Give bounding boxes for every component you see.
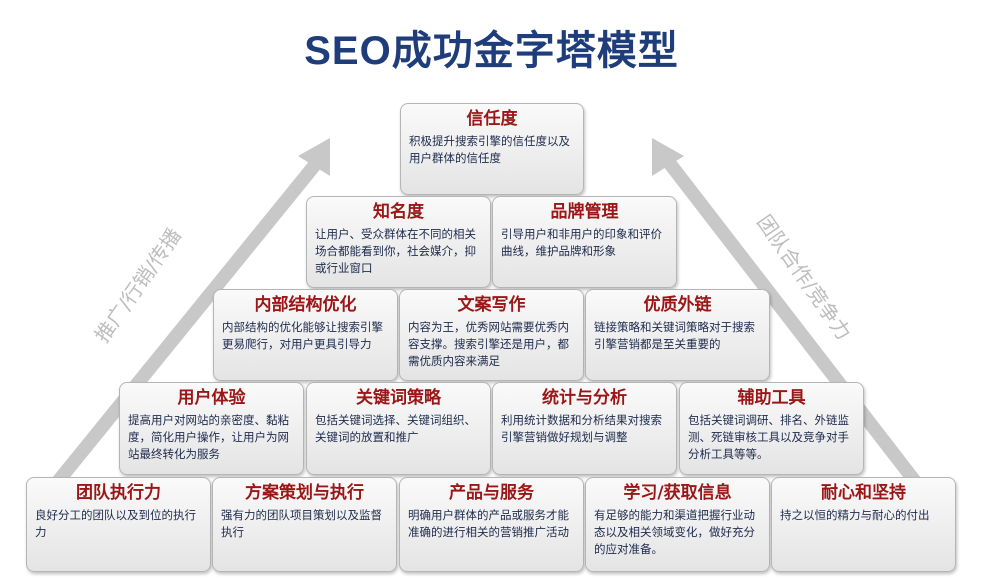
block-description: 积极提升搜索引擎的信任度以及用户群体的信任度	[409, 134, 570, 165]
pyramid-block-internal-structure: 内部结构优化 内部结构的优化能够让搜索引擎更易爬行，对用户更具引导力	[213, 289, 398, 381]
block-description: 明确用户群体的产品或服务才能准确的进行相关的营销推广活动	[408, 508, 569, 539]
block-description: 引导用户和非用户的印象和评价曲线，维护品牌和形象	[501, 227, 662, 258]
block-description: 链接策略和关键词策略对于搜索引擎营销都是至关重要的	[594, 320, 755, 351]
block-title: 辅助工具	[737, 388, 806, 408]
pyramid-block-planning-execution: 方案策划与执行 强有力的团队项目策划以及监督执行	[212, 477, 397, 572]
block-title: 团队执行力	[76, 483, 161, 503]
block-description: 内部结构的优化能够让搜索引擎更易爬行，对用户更具引导力	[222, 320, 383, 351]
block-description: 内容为王，优秀网站需要优秀内容支撑。搜索引擎还是用户，都需优质内容来满足	[408, 320, 569, 368]
block-title: 文案写作	[457, 295, 526, 315]
block-description: 利用统计数据和分析结果对搜索引擎营销做好规划与调整	[501, 413, 662, 444]
block-title: 用户体验	[177, 388, 246, 408]
block-title: 产品与服务	[449, 483, 534, 503]
pyramid-block-brand-management: 品牌管理 引导用户和非用户的印象和评价曲线，维护品牌和形象	[492, 196, 677, 288]
block-description: 持之以恒的精力与耐心的付出	[780, 508, 930, 522]
pyramid-block-user-experience: 用户体验 提高用户对网站的亲密度、黏粘度，简化用户操作，让用户为网站最终转化为服…	[119, 382, 304, 475]
pyramid-block-awareness: 知名度 让用户、受众群体在不同的相关场合都能看到你，社会媒介，抑或行业窗口	[306, 196, 491, 288]
block-title: 耐心和坚持	[821, 483, 906, 503]
block-description: 包括关键词调研、排名、外链监测、死链审核工具以及竞争对手分析工具等等。	[688, 413, 849, 461]
pyramid-block-products-services: 产品与服务 明确用户群体的产品或服务才能准确的进行相关的营销推广活动	[399, 477, 584, 572]
pyramid-block-quality-backlinks: 优质外链 链接策略和关键词策略对于搜索引擎营销都是至关重要的	[585, 289, 770, 381]
block-title: 学习/获取信息	[623, 483, 732, 503]
block-title: 统计与分析	[542, 388, 627, 408]
pyramid-block-patience-persistence: 耐心和坚持 持之以恒的精力与耐心的付出	[771, 477, 956, 572]
pyramid-block-trust: 信任度 积极提升搜索引擎的信任度以及用户群体的信任度	[400, 103, 584, 195]
block-description: 包括关键词选择、关键词组织、关键词的放置和推广	[315, 413, 476, 444]
block-description: 良好分工的团队以及到位的执行力	[35, 508, 196, 539]
pyramid-block-team-execution: 团队执行力 良好分工的团队以及到位的执行力	[26, 477, 211, 572]
block-description: 有足够的能力和渠道把握行业动态以及相关领域变化，做好充分的应对准备。	[594, 508, 755, 556]
diagram-title: SEO成功金字塔模型	[304, 29, 679, 73]
pyramid-block-auxiliary-tools: 辅助工具 包括关键词调研、排名、外链监测、死链审核工具以及竞争对手分析工具等等。	[679, 382, 864, 475]
pyramid-block-keyword-strategy: 关键词策略 包括关键词选择、关键词组织、关键词的放置和推广	[306, 382, 491, 475]
pyramid-block-copywriting: 文案写作 内容为王，优秀网站需要优秀内容支撑。搜索引擎还是用户，都需优质内容来满…	[399, 289, 584, 381]
block-description: 提高用户对网站的亲密度、黏粘度，简化用户操作，让用户为网站最终转化为服务	[128, 413, 289, 461]
block-title: 关键词策略	[356, 388, 441, 408]
block-title: 品牌管理	[550, 202, 619, 222]
block-description: 强有力的团队项目策划以及监督执行	[221, 508, 382, 539]
block-title: 内部结构优化	[254, 295, 357, 315]
block-title: 信任度	[466, 109, 518, 129]
pyramid-block-learning-information: 学习/获取信息 有足够的能力和渠道把握行业动态以及相关领域变化，做好充分的应对准…	[585, 477, 770, 572]
block-description: 让用户、受众群体在不同的相关场合都能看到你，社会媒介，抑或行业窗口	[315, 227, 476, 275]
block-title: 方案策划与执行	[245, 483, 364, 503]
pyramid-block-statistics-analysis: 统计与分析 利用统计数据和分析结果对搜索引擎营销做好规划与调整	[492, 382, 677, 475]
block-title: 知名度	[373, 202, 424, 222]
block-title: 优质外链	[643, 295, 712, 315]
